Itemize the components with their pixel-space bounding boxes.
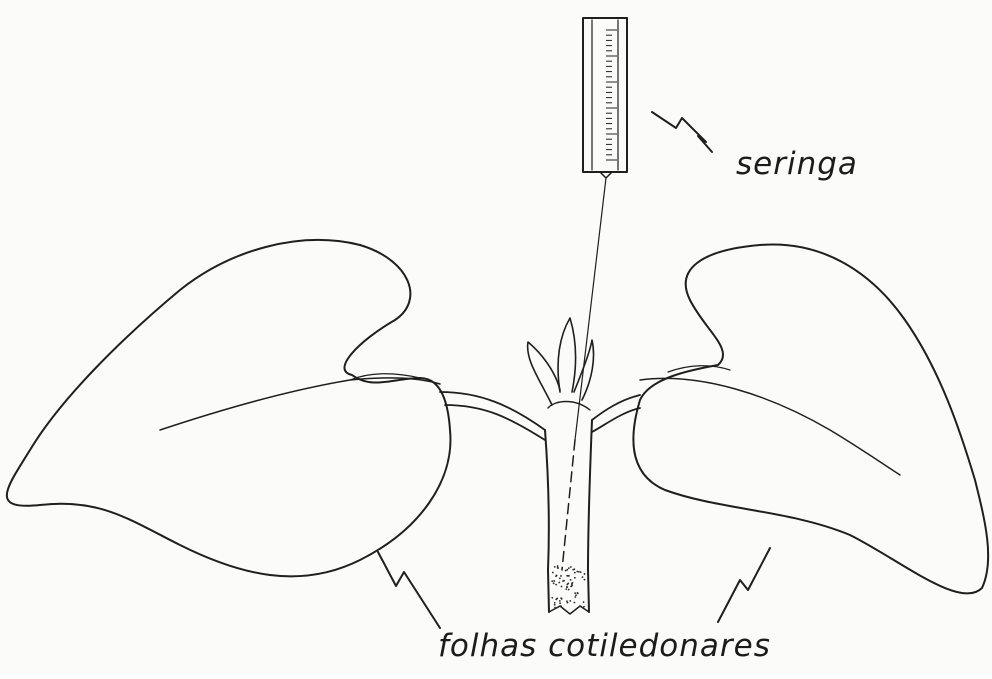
right-cotyledon [592,244,988,593]
stipple-dot [566,586,568,588]
stem-left-edge [545,430,549,612]
stipple-dot [582,576,584,578]
stipple-dot [559,578,561,580]
stipple-dot [575,594,577,596]
stipple-dot [556,575,558,577]
stipple-dot [569,600,571,602]
stipple-dot [555,598,557,600]
stipple-dot [576,571,578,573]
stipple-dot [553,582,555,584]
stipple-dot [557,567,559,569]
stipple-dot [553,580,555,582]
stipple-dot [574,572,576,574]
stipple-dot [570,579,572,581]
right-leaf-midrib [640,378,900,475]
stipple-dot [568,589,570,591]
left-cotyledon [7,240,545,576]
stipple-dot [560,597,562,599]
stipple-dot [566,569,568,571]
stipple-dot [583,601,585,603]
stipple-dot [557,565,559,567]
stipple-dot [583,606,585,608]
bud-base [548,402,590,411]
cotyledon-leader-right [718,548,770,622]
syringe-barrel [583,18,627,172]
stipple-dot [574,577,576,579]
stipple-dot [555,584,557,586]
stipple-dot [574,596,576,598]
stipple-dot [584,579,586,581]
right-petiole [592,395,640,432]
needle-path-dashed [562,440,575,570]
stipple-dot [578,571,580,573]
stipple-dot [577,592,579,594]
syringe-label: seringa [736,146,858,182]
stipple-dot [571,585,573,587]
stipple-dot [572,569,574,571]
stipple-dot [552,572,554,574]
stipple-dot [565,570,567,572]
left-petiole [440,392,545,440]
stipple-dot [561,586,563,588]
stipple-dot [554,607,556,609]
stipple-dot [580,606,582,608]
stem-base-stipple [551,565,585,608]
stipple-dot [551,597,553,599]
syringe-needle [575,178,606,440]
stipple-dot [567,583,569,585]
syringe-scale [606,30,617,160]
stipple-dot [567,602,569,604]
cotyledon-label: folhas cotiledonares [438,628,771,664]
bud-leaf-center [558,318,576,392]
syringe-leader-line [652,112,712,152]
stipple-dot [562,580,564,582]
stipple-dot [565,588,567,590]
stipple-dot [557,606,559,608]
bud-leaf-left [528,342,560,405]
stipple-dot [554,566,556,568]
syringe [575,18,627,440]
stipple-dot [559,600,561,602]
stipple-dot [554,604,556,606]
stem-right-edge [588,420,592,612]
stipple-dot [558,582,560,584]
stipple-dot [574,592,576,594]
stipple-dot [572,582,574,584]
stipple-dot [560,605,562,607]
stipple-dot [580,571,582,573]
left-leaf-midrib [160,378,440,430]
stipple-dot [554,602,556,604]
stipple-dot [584,573,586,575]
stipple-dot [574,602,576,604]
stipple-dot [567,575,569,577]
seedling-stem [545,420,592,614]
stipple-dot [560,575,562,577]
stipple-dot [551,580,553,582]
stipple-dot [559,602,561,604]
stipple-dot [568,567,570,569]
stipple-dot [570,566,572,568]
cotyledon-leader-left [378,552,440,628]
